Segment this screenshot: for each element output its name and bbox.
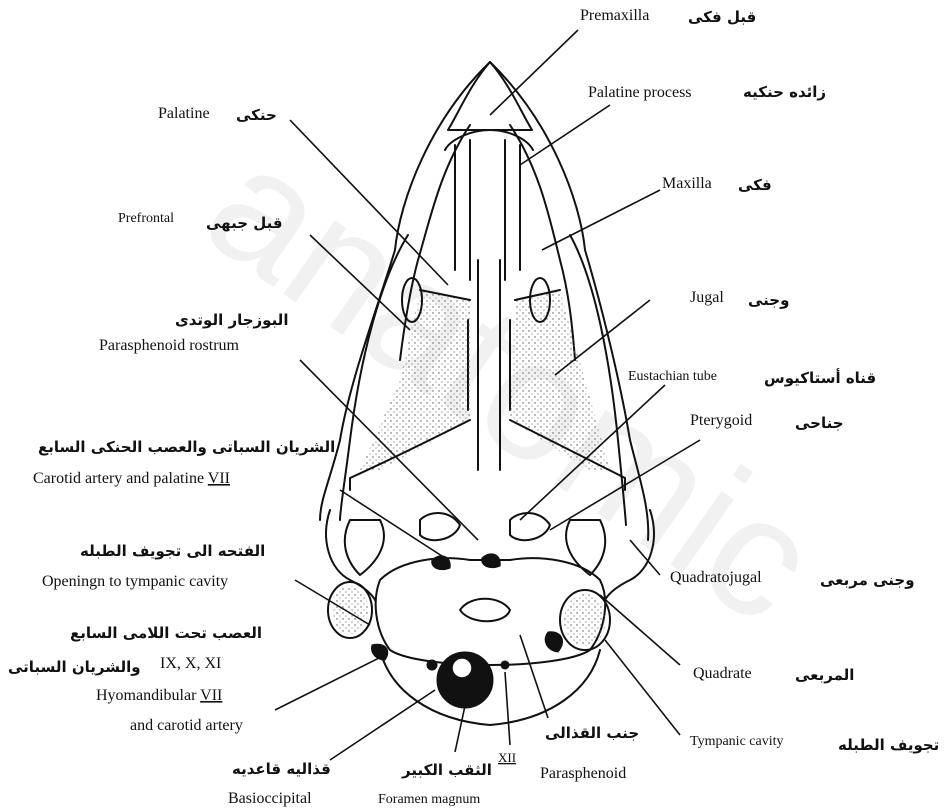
- label-maxilla-en: Maxilla: [662, 175, 712, 192]
- label-palatine-process-en: Palatine process: [588, 84, 692, 101]
- label-hyomandibular-nums: IX, X, XI: [160, 655, 221, 672]
- label-maxilla-ar: فکی: [738, 176, 772, 194]
- label-pterygoid-ar: جناحی: [795, 414, 844, 432]
- label-hyomandibular-en2: and carotid artery: [130, 717, 243, 734]
- label-foramen-magnum-en: Foramen magnum: [378, 792, 480, 807]
- label-basioccipital-ar: قذالیه قاعدیه: [232, 760, 331, 778]
- label-parasphenoid-en: Parasphenoid: [540, 765, 626, 782]
- label-palatine-en: Palatine: [158, 105, 210, 122]
- label-tympanic-cavity-en: Tympanic cavity: [690, 734, 784, 749]
- label-tympanic-cavity-ar: تجويف الطبله: [838, 736, 939, 754]
- label-eustachian-tube-en: Eustachian tube: [628, 369, 717, 384]
- label-parasphenoid-ar: جنب القذالی: [545, 724, 639, 742]
- hyomandibular-text: Hyomandibular: [96, 687, 197, 704]
- label-premaxilla-en: Premaxilla: [580, 7, 649, 24]
- label-opening-tympanic-en: Openingn to tympanic cavity: [42, 573, 228, 590]
- label-jugal-ar: وجنی: [748, 291, 789, 309]
- label-jugal-en: Jugal: [690, 289, 724, 306]
- label-hyomandibular-en1: Hyomandibular VII: [96, 687, 222, 704]
- label-eustachian-tube-ar: قناه أستاكيوس: [764, 368, 876, 387]
- label-parasphenoid-rostrum-en: Parasphenoid rostrum: [99, 337, 240, 354]
- carotid-palatine-text: Carotid artery and palatine: [33, 470, 204, 487]
- label-basioccipital-en: Basioccipital: [228, 790, 312, 807]
- carotid-palatine-num: VII: [208, 470, 230, 487]
- hyomandibular-num: VII: [200, 687, 222, 704]
- label-palatine-process-ar: زائده حنکیه: [743, 83, 826, 101]
- label-foramen-magnum-ar: الثقب الكبير: [401, 761, 492, 779]
- label-pterygoid-en: Pterygoid: [690, 412, 752, 429]
- label-quadrate-ar: المربعی: [795, 666, 854, 684]
- label-parasphenoid-rostrum-ar: البوزجار الوتدی: [175, 311, 288, 329]
- label-hyomandibular-ar1: العصب تحت اللامی السابع: [70, 624, 262, 642]
- label-premaxilla-ar: قبل فکی: [688, 8, 756, 26]
- label-xii: XII: [498, 750, 516, 765]
- label-prefrontal-en: Prefrontal: [118, 211, 174, 226]
- label-quadrate-en: Quadrate: [693, 665, 752, 682]
- label-palatine-ar: حنکی: [236, 106, 277, 124]
- label-quadratojugal-ar: وجنی مربعی: [820, 571, 915, 589]
- label-prefrontal-ar: قبل جبهی: [206, 214, 283, 232]
- label-carotid-palatine-en: Carotid artery and palatine VII: [33, 470, 230, 487]
- label-quadratojugal-en: Quadratojugal: [670, 569, 762, 586]
- label-hyomandibular-ar2: والشريان السباتی: [8, 658, 141, 676]
- label-opening-tympanic-ar: الفتحه الی تجويف الطبله: [80, 542, 265, 560]
- label-carotid-palatine-ar: الشريان السباتی والعصب الحنكی السابع: [38, 438, 335, 456]
